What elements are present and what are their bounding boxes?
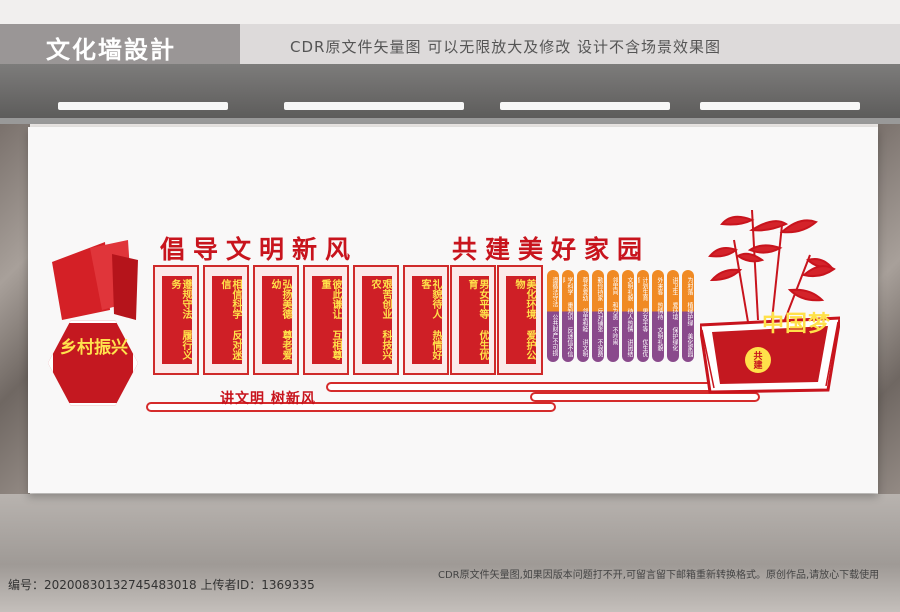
footer-info: 编号：20200830132745483018 上传者ID：1369335	[8, 578, 315, 592]
rule-pill-text: 尊长爱幼 邻里和睦 讲文明	[581, 277, 588, 357]
marble-floor	[0, 494, 900, 612]
value-panel-text: 遵规守法 履行义务	[169, 279, 191, 360]
rule-pill-text: 计划生育 男女平等 优生优育	[638, 277, 648, 357]
rule-pill	[577, 270, 589, 362]
rule-pill	[652, 270, 664, 362]
value-panel: 遵规守法 履行义务	[153, 265, 199, 375]
chinese-dream-text: 中国梦	[762, 312, 832, 337]
rule-pill	[592, 270, 604, 362]
value-panel-text: 美化环境 爱护公物	[513, 279, 535, 360]
rule-pill-text: 遵循法守法 公共财产不可损	[551, 277, 558, 356]
ceiling-light	[58, 102, 228, 110]
value-panel: 相信科学 反对迷信	[203, 265, 249, 375]
chinese-dream-small: 共建	[753, 352, 763, 371]
rule-pill-text: 为村落 植绿护绿 美化家园	[686, 277, 693, 357]
rule-pill-text: 学科学 重知识 反迷信不信邪	[563, 277, 573, 357]
rule-pill-text: 讲卫生 爱环境 保护绿化	[671, 277, 678, 351]
rule-pill-text: 勤俭持家 反对铺张 不浪费	[596, 277, 603, 357]
village-badge-text: 乡村振兴	[60, 338, 128, 358]
main-slogan-left: 倡导文明新风	[160, 235, 359, 264]
bamboo-emblem-icon	[700, 209, 840, 394]
rule-pill-text: 邻里间 和为贵 不吵闹	[611, 277, 618, 345]
brand-banner: 文化墙設計	[0, 24, 240, 64]
value-panel-text: 艰苦创业 科技兴农	[369, 279, 391, 360]
value-panel-text: 彼此谦让 互相尊重	[319, 279, 341, 360]
decor-bar	[530, 392, 760, 402]
ceiling	[0, 64, 900, 122]
rule-pill-text: 外来客 热情待 文明礼貌	[656, 277, 663, 351]
ceiling-edge	[0, 118, 900, 124]
rule-pill	[682, 270, 694, 362]
value-panel: 彼此谦让 互相尊重	[303, 265, 349, 375]
value-panel-text: 礼貌待人 热情好客	[419, 279, 441, 360]
ceiling-light	[284, 102, 464, 110]
rule-pill	[637, 270, 649, 362]
value-panel: 美化环境 爱护公物	[497, 265, 543, 375]
value-panel: 艰苦创业 科技兴农	[353, 265, 399, 375]
sub-slogan: 讲文明 树新风	[220, 391, 316, 407]
rule-pill-text: 文明礼貌 待人热情 讲团结	[626, 277, 633, 357]
value-panel: 礼貌待人 热情好客	[403, 265, 449, 375]
value-panel-text: 相信科学 反对迷信	[219, 279, 241, 360]
rule-pill	[622, 270, 634, 362]
brand-title: 文化墙設計	[46, 35, 176, 64]
decor-bar	[146, 402, 556, 412]
value-panel: 男女平等 优生优育	[450, 265, 496, 375]
flag-icon	[52, 240, 138, 320]
rule-pill	[562, 270, 574, 362]
marble-pillar-left	[0, 124, 30, 494]
value-panel-text: 男女平等 优生优育	[466, 279, 488, 360]
value-panel-text: 弘扬美德 尊老爱幼	[269, 279, 291, 360]
rule-pill	[547, 270, 559, 362]
rule-pill	[667, 270, 679, 362]
note-banner: CDR原文件矢量图 可以无限放大及修改 设计不含场景效果图	[240, 24, 900, 64]
note-text: CDR原文件矢量图 可以无限放大及修改 设计不含场景效果图	[290, 38, 721, 56]
main-slogan-right: 共建美好家园	[452, 235, 651, 264]
marble-pillar-right	[878, 124, 900, 494]
decor-bar	[326, 382, 746, 392]
rule-pill	[607, 270, 619, 362]
footer-note: CDR原文件矢量图,如果因版本问题打不开,可留言留下邮箱重新转换格式。原创作品,…	[438, 570, 880, 581]
ceiling-light	[700, 102, 860, 110]
ceiling-light	[500, 102, 670, 110]
value-panel: 弘扬美德 尊老爱幼	[253, 265, 299, 375]
